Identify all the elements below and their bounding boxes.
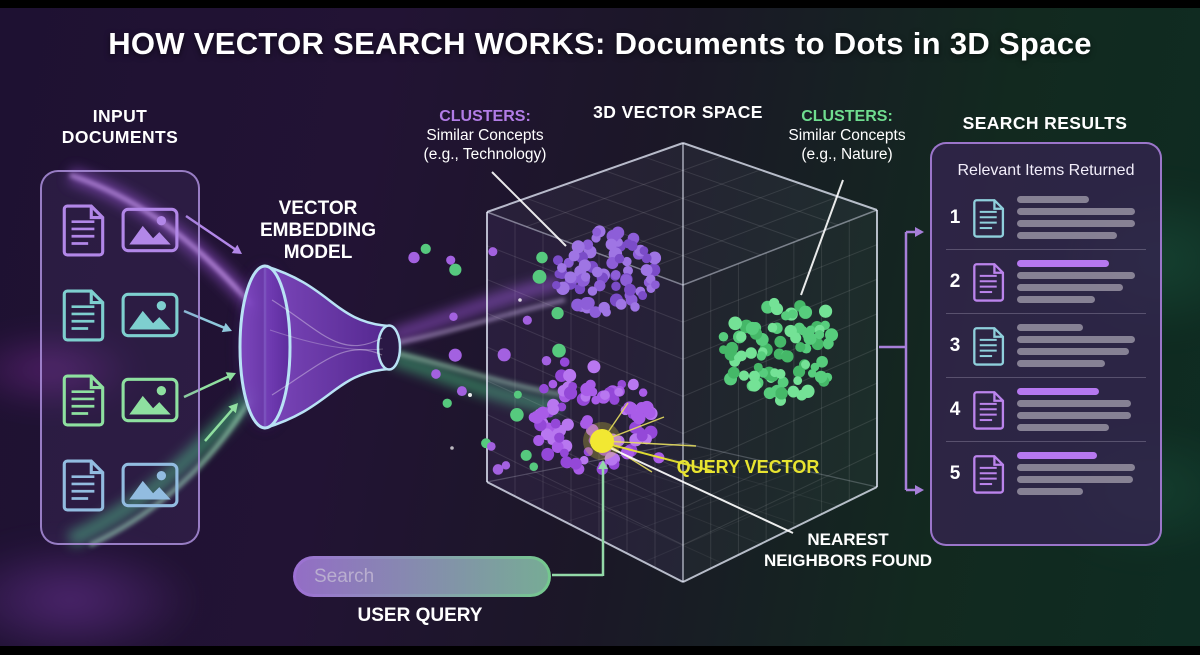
page-title: HOW VECTOR SEARCH WORKS: Documents to Do… (108, 26, 1092, 61)
result-rank: 1 (949, 206, 961, 228)
embedding-model-label: VECTOR EMBEDDING MODEL (259, 198, 377, 263)
cluster-technology-heading: CLUSTERS: (439, 108, 531, 125)
document-icon (973, 198, 1005, 238)
letterbox-top (0, 0, 1200, 8)
document-icon (973, 390, 1005, 430)
search-box[interactable] (293, 556, 561, 597)
result-list-item[interactable]: 1 (946, 186, 1146, 249)
cluster-nature-line1: Similar Concepts (788, 127, 906, 144)
search-input[interactable] (312, 564, 561, 589)
result-rank: 4 (949, 398, 961, 420)
letterbox-bottom (0, 646, 1200, 655)
result-text-bars (1017, 388, 1146, 431)
input-documents-panel (40, 170, 200, 545)
cluster-technology-line1: Similar Concepts (426, 127, 544, 144)
input-document-row (61, 203, 180, 257)
image-icon (121, 207, 178, 253)
document-icon (62, 459, 104, 512)
query-neighborhood-cluster (528, 357, 665, 475)
input-documents-label: INPUT DOCUMENTS (61, 106, 179, 147)
result-text-bars (1017, 324, 1146, 367)
input-document-row (61, 373, 180, 427)
image-icon (121, 462, 178, 508)
funnel-graphic (238, 264, 402, 430)
results-list: 1 2 3 4 5 (946, 186, 1146, 505)
result-list-item[interactable]: 2 (946, 249, 1146, 313)
result-text-bars (1017, 260, 1146, 303)
cluster-nature-note: CLUSTERS: Similar Concepts (e.g., Nature… (752, 107, 942, 164)
result-list-item[interactable]: 3 (946, 313, 1146, 377)
vector-space-label: 3D VECTOR SPACE (593, 102, 763, 122)
result-list-item[interactable]: 4 (946, 377, 1146, 441)
nature-cluster (718, 297, 839, 406)
cluster-technology-line2: (e.g., Technology) (423, 146, 547, 163)
technology-cluster (552, 225, 662, 318)
result-text-bars (1017, 196, 1146, 239)
cluster-nature-heading: CLUSTERS: (801, 108, 893, 125)
document-icon (973, 262, 1005, 302)
image-icon (121, 292, 178, 338)
document-icon (973, 454, 1005, 494)
cluster-technology-note: CLUSTERS: Similar Concepts (e.g., Techno… (390, 107, 580, 164)
cluster-nature-line2: (e.g., Nature) (801, 146, 893, 163)
document-icon (973, 326, 1005, 366)
document-icon (62, 289, 104, 342)
query-vector-label: QUERY VECTOR (676, 457, 820, 477)
document-icon (62, 374, 104, 427)
document-icon (62, 204, 104, 257)
results-subheading: Relevant Items Returned (957, 162, 1135, 179)
user-query-label: USER QUERY (357, 605, 483, 626)
result-text-bars (1017, 452, 1146, 495)
result-rank: 2 (949, 270, 961, 292)
search-results-panel: Relevant Items Returned 1 2 3 4 5 (930, 142, 1162, 546)
search-results-heading: SEARCH RESULTS (962, 113, 1128, 133)
result-rank: 5 (949, 462, 961, 484)
image-icon (121, 377, 178, 423)
nearest-neighbors-label: NEAREST NEIGHBORS FOUND (763, 530, 933, 570)
input-document-row (61, 288, 180, 342)
input-document-row (61, 458, 180, 512)
embedding-streams (66, 167, 566, 548)
result-list-item[interactable]: 5 (946, 441, 1146, 505)
result-rank: 3 (949, 334, 961, 356)
